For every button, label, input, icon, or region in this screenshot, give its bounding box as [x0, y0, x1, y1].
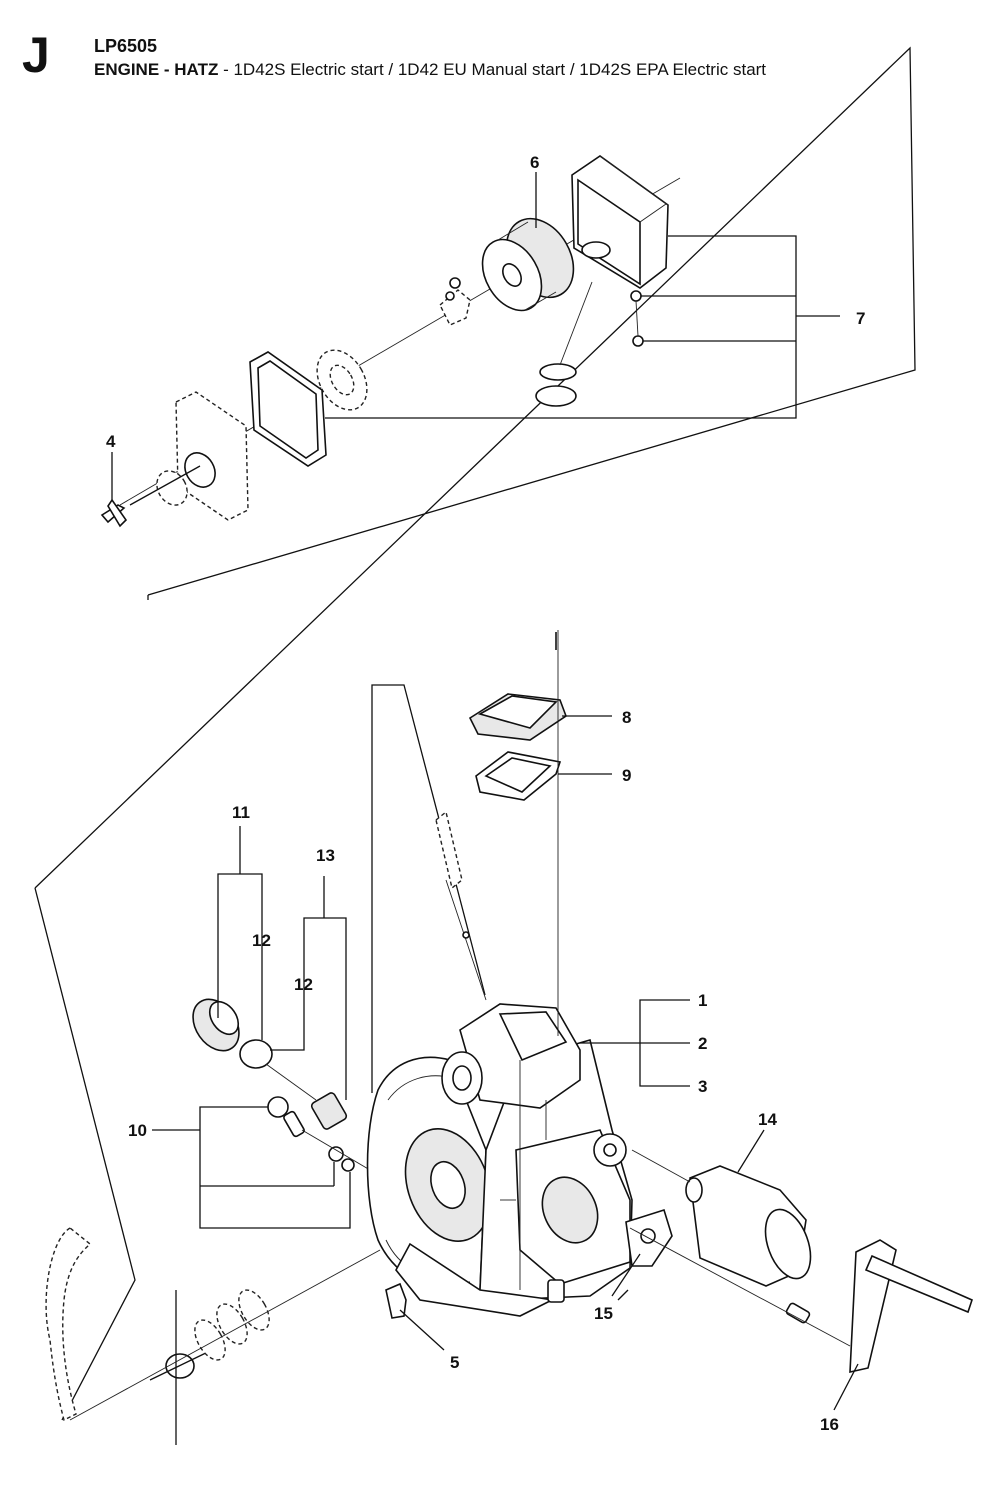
model-number: LP6505	[94, 36, 158, 56]
dipstick-tube	[435, 810, 487, 1001]
diagram-title-bold: ENGINE - HATZ	[94, 60, 219, 79]
page-header: J LP6505 ENGINE - HATZ - 1D42S Electric …	[0, 0, 1000, 90]
valve-cover-gasket	[475, 751, 562, 801]
cover-nut	[630, 290, 642, 302]
fuel-strainer	[310, 1092, 348, 1130]
strainer-cap	[192, 998, 240, 1052]
valve-cover	[468, 693, 567, 741]
element-retainer	[439, 277, 471, 326]
callout-14: 14	[758, 1110, 777, 1129]
housing-gasket	[249, 351, 327, 467]
fuel-hose	[45, 1227, 92, 1422]
hose-clamp	[535, 281, 593, 407]
callout-15: 15	[594, 1304, 613, 1323]
callout-12-lower: 12	[294, 975, 313, 994]
drain-plug	[267, 1096, 371, 1172]
crank-handle	[629, 1227, 973, 1374]
air-filter-base	[175, 391, 249, 521]
callout-7: 7	[856, 309, 865, 328]
callout-labels: 6 7 4 8 9 11 13 12 12 1 2 3 14 10 15 5 1…	[106, 153, 865, 1434]
callout-5: 5	[450, 1353, 459, 1372]
callout-13: 13	[316, 846, 335, 865]
air-filter-assembly	[34, 46, 916, 889]
callout-8: 8	[622, 708, 631, 727]
element-seal-ring	[316, 349, 368, 411]
engine-block	[366, 1003, 633, 1317]
diagram-title: ENGINE - HATZ - 1D42S Electric start / 1…	[94, 60, 766, 80]
callout-11: 11	[232, 803, 250, 822]
callout-16: 16	[820, 1415, 839, 1434]
callout-2: 2	[698, 1034, 707, 1053]
callout-1: 1	[698, 991, 707, 1010]
diagram-title-variants: - 1D42S Electric start / 1D42 EU Manual …	[218, 60, 767, 79]
callout-3: 3	[698, 1077, 707, 1096]
air-filter-element	[481, 217, 575, 312]
fuel-connector	[69, 1249, 381, 1445]
cover-screw	[632, 335, 644, 347]
callout-6: 6	[530, 153, 539, 172]
filter-wing-bolt	[100, 452, 216, 528]
air-filter-cover	[571, 155, 669, 289]
engine-assembly	[34, 630, 973, 1445]
callout-9: 9	[622, 766, 631, 785]
starter-motor	[631, 1149, 812, 1287]
callout-7-leader	[325, 235, 797, 419]
air-filter-boundary	[34, 46, 916, 889]
engine-bracket	[385, 1282, 407, 1319]
sheet-letter: J	[22, 27, 50, 83]
callout-10: 10	[128, 1121, 147, 1140]
engine-boundary-left	[34, 887, 136, 1421]
o-ring-12a	[239, 1039, 273, 1069]
callout-4: 4	[106, 432, 116, 451]
callout-12-upper: 12	[252, 931, 271, 950]
